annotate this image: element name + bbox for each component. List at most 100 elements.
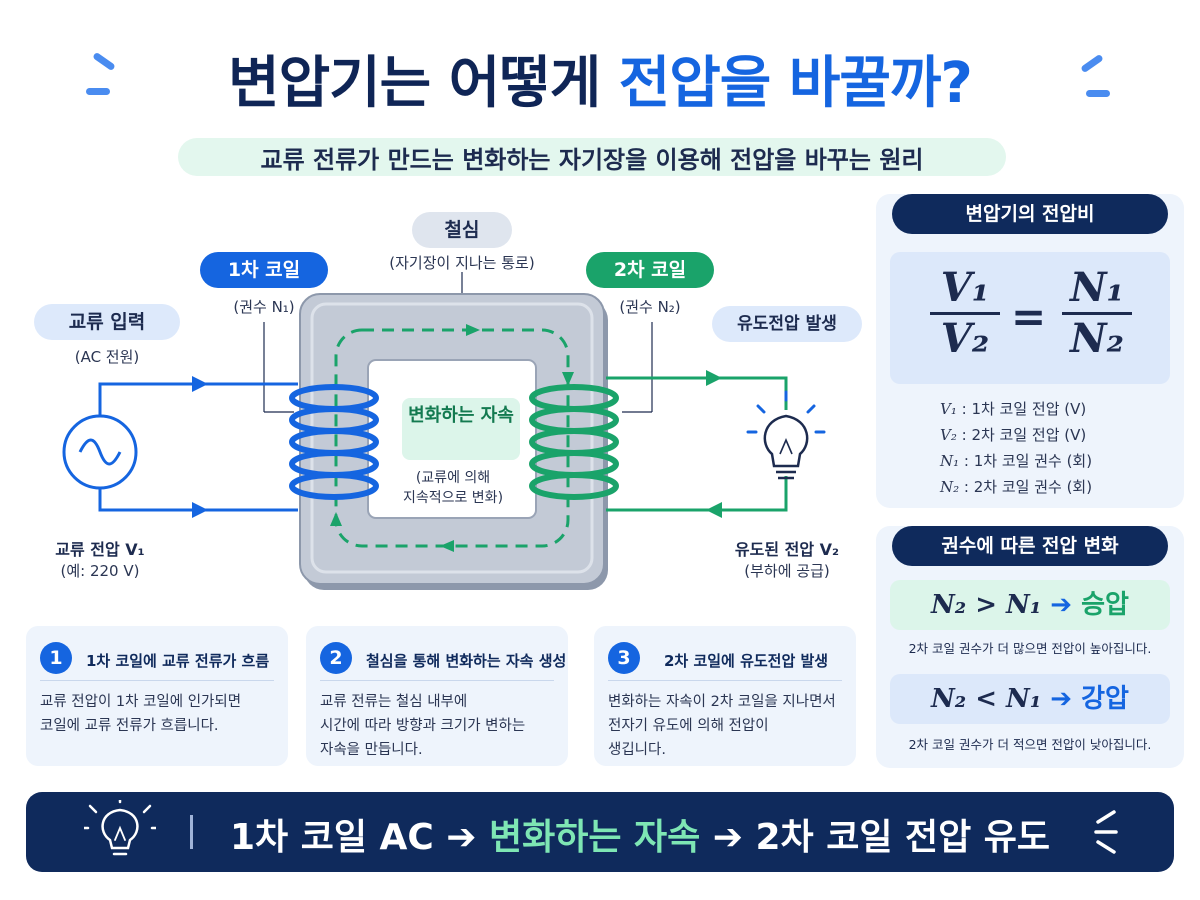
turns-panel-header: 권수에 따른 전압 변화 [892,526,1168,566]
core-highlight [310,302,594,574]
step-number: 3 [608,642,640,674]
legend-symbol: V₁ [940,400,957,418]
step-number: 1 [40,642,72,674]
output-voltage-note: (부하에 공급) [744,562,830,580]
secondary-coil [529,384,619,500]
step-up-expression: N₂ > N₁ [931,590,1042,620]
arrow-right-icon: ➔ [1050,590,1073,620]
step-body-line: 전자기 유도에 의해 전압이 [608,718,769,734]
step-up-result: 승압 [1081,590,1129,620]
step-divider [608,680,842,681]
step-divider [40,680,274,681]
step-divider [320,680,554,681]
legend-symbol: N₁ [940,452,960,470]
legend-desc: : 1차 코일 권수 (회) [959,452,1093,470]
subtitle-background [178,138,1006,176]
turns-fraction: N₁ N₂ [1062,266,1132,361]
core-label: 철심 [412,212,512,248]
step-body-line: 변화하는 자속이 2차 코일을 지나면서 [608,694,836,710]
primary-coil-label: 1차 코일 [200,252,328,288]
step-number: 2 [320,642,352,674]
flux-arrow-top [466,324,480,336]
step-down-expression: N₂ < N₁ [931,684,1042,714]
secondary-coil-label: 2차 코일 [586,252,714,288]
legend-symbol: V₂ [940,426,957,444]
step-down-box: N₂ < N₁ ➔ 강압 [890,674,1170,724]
legend-desc: : 1차 코일 전압 (V) [956,400,1087,418]
turns-panel [876,526,1184,768]
ratio-panel-header: 변압기의 전압비 [892,194,1168,234]
step-title: 1차 코일에 교류 전류가 흐름 [86,652,270,670]
footer-highlight: 변화하는 자속 [489,817,701,858]
step-body-line: 생깁니다. [608,742,666,758]
primary-wire-bottom [98,488,298,512]
secondary-wire-bottom [606,476,788,512]
secondary-coil-note: (권수 N₂) [619,298,681,316]
footer-part-3: ➔ 2차 코일 전압 유도 [700,817,1050,858]
summary-footer [26,792,1174,872]
flux-note: (교류에 의해 지속적으로 변화) [380,468,526,508]
legend-item: V₂ : 2차 코일 전압 (V) [940,424,1086,445]
step-title: 철심을 통해 변화하는 자속 생성 [366,652,567,670]
step-down-desc: 2차 코일 권수가 더 적으면 전압이 낮아집니다. [908,737,1152,752]
formula-n2: N₂ [1069,315,1125,362]
primary-coil-note: (권수 N₁) [233,298,295,316]
step-body: 교류 전압이 1차 코일에 인가되면 코일에 교류 전류가 흐릅니다. [40,690,276,738]
legend-item: N₂ : 2차 코일 권수 (회) [940,476,1092,497]
step-body-line: 자속을 만듭니다. [320,742,423,758]
title-highlight: 전압을 바꿀까? [618,51,973,116]
flux-arrow-left [330,512,342,526]
title-deco-left-2 [86,88,110,95]
footer-deco-icon [1094,810,1118,854]
flux-note-line-2: 지속적으로 변화) [402,490,504,506]
step-down-result: 강압 [1081,684,1129,714]
lightbulb-icon [763,414,809,480]
legend-item: V₁ : 1차 코일 전압 (V) [940,398,1086,419]
core-note: (자기장이 지나는 통로) [389,254,535,272]
primary-wire-top [98,382,298,416]
step-up-desc: 2차 코일 권수가 더 많으면 전압이 높아집니다. [908,641,1152,656]
input-voltage-example: (예: 220 V) [60,562,140,580]
footer-summary: 1차 코일 AC ➔ 변화하는 자속 ➔ 2차 코일 전압 유도 [230,808,1050,860]
step-body-line: 교류 전류는 철심 내부에 [320,694,468,710]
step-title: 2차 코일에 유도전압 발생 [664,652,829,670]
flux-note-line-1: (교류에 의해 [415,470,491,486]
turns-fraction-bar [1062,312,1132,315]
formula-n1: N₁ [1069,264,1125,311]
flux-path [334,328,570,548]
ac-wave-icon [78,438,122,466]
step-body: 변화하는 자속이 2차 코일을 지나면서 전자기 유도에 의해 전압이 생깁니다… [608,690,844,762]
primary-coil [289,384,379,500]
title-deco-right-2 [1086,90,1110,97]
title-part-1: 변압기는 어떻게 [228,51,619,116]
step-body-line: 코일에 교류 전류가 흐릅니다. [40,718,219,734]
ratio-formula-box [890,252,1170,384]
legend-symbol: N₂ [940,478,960,496]
legend-desc: : 2차 코일 전압 (V) [956,426,1087,444]
induced-voltage-label: 유도전압 발생 [712,306,862,342]
subtitle: 교류 전류가 만드는 변화하는 자기장을 이용해 전압을 바꾸는 원리 [260,146,924,174]
flux-arrow-right [562,372,574,386]
arrow-right-icon: ➔ [1050,684,1073,714]
voltage-fraction: V₁ V₂ [930,266,1000,361]
step-body: 교류 전류는 철심 내부에 시간에 따라 방향과 크기가 변하는 자속을 만듭니… [320,690,556,762]
formula-v2: V₂ [940,315,990,362]
voltage-fraction-bar [930,312,1000,315]
page-title: 변압기는 어떻게 전압을 바꿀까? [0,38,1200,119]
step-body-line: 교류 전압이 1차 코일에 인가되면 [40,694,242,710]
legend-item: N₁ : 1차 코일 권수 (회) [940,450,1092,471]
ac-input-label: 교류 입력 [34,304,180,340]
formula-v1: V₁ [940,264,990,311]
input-voltage-label: 교류 전압 V₁ [55,540,145,559]
idea-bulb-icon [84,800,156,856]
secondary-arrow-top [706,370,722,386]
step-body-line: 시간에 따라 방향과 크기가 변하는 [320,718,526,734]
ac-input-note: (AC 전원) [74,348,140,366]
output-voltage-label: 유도된 전압 V₂ [734,540,840,559]
bulb-rays-icon [746,390,826,434]
flux-arrow-bottom [440,540,454,552]
footer-part-1: 1차 코일 AC ➔ [230,817,489,858]
footer-separator [190,815,193,849]
primary-arrow-top [192,376,208,392]
flux-title: 변화하는 자속 [402,398,520,460]
